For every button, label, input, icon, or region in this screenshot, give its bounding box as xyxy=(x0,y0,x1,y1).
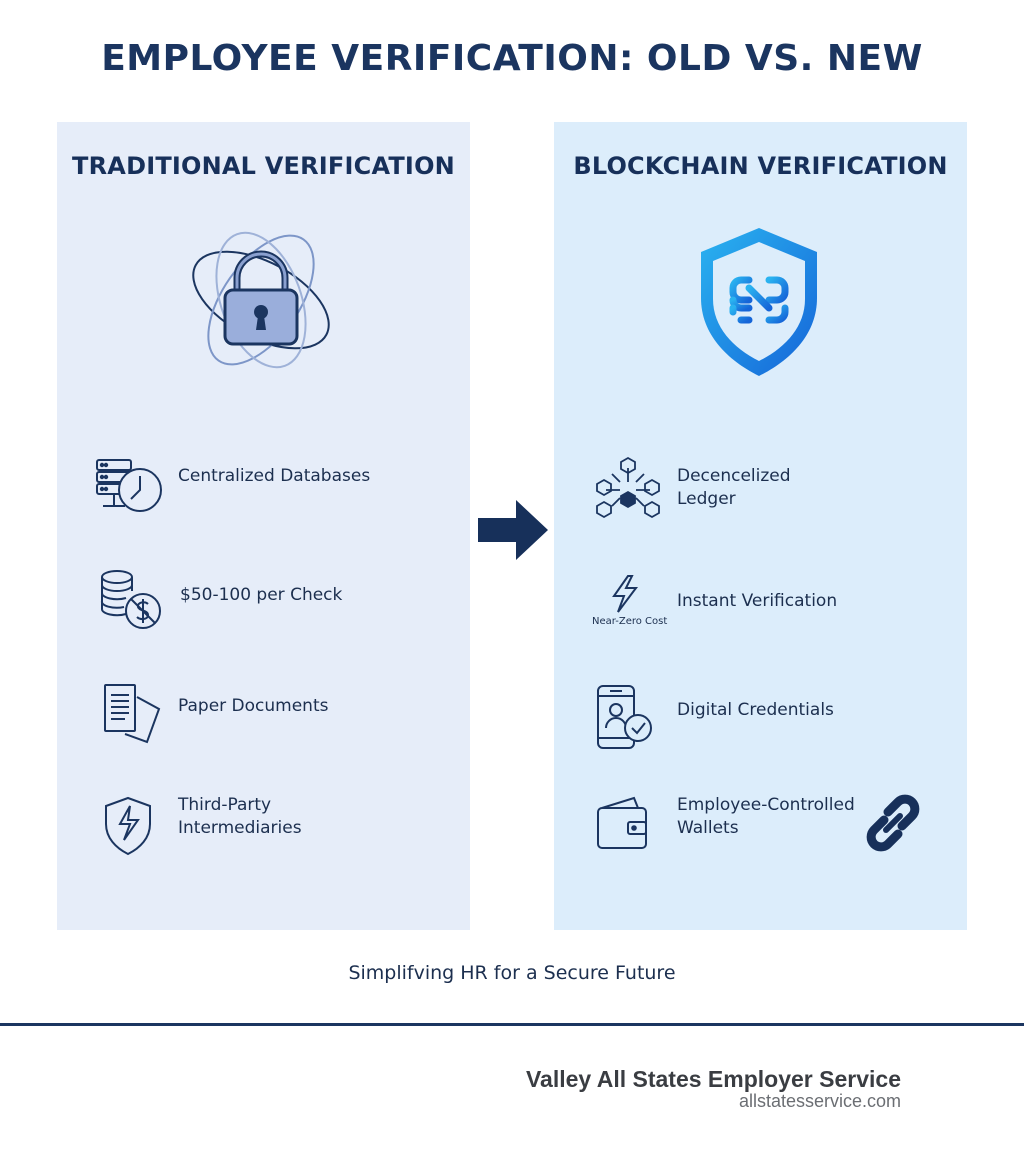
item-label: Instant Verification xyxy=(677,591,838,611)
list-item: Paper Documents xyxy=(57,677,470,757)
lightning-icon xyxy=(606,574,646,614)
chain-shield-icon xyxy=(689,222,829,382)
right-arrow-icon xyxy=(478,500,548,560)
list-item: Digital Credentials xyxy=(554,682,967,762)
paper-documents-icon xyxy=(101,679,173,751)
page-title: EMPLOYEE VERIFICATION: OLD VS. NEW xyxy=(101,38,923,79)
company-name: Valley All States Employer Service xyxy=(525,1066,901,1092)
item-label: Centralized Databases xyxy=(178,466,371,486)
item-label: $50-100 per Check xyxy=(180,585,343,605)
list-item: Near-Zero Cost Instant Verification xyxy=(554,574,967,654)
footer-divider xyxy=(0,1023,1024,1026)
chain-link-icon xyxy=(860,790,926,856)
broken-shield-icon xyxy=(100,792,172,864)
phone-credential-icon xyxy=(594,684,666,756)
traditional-heading: TRADITIONAL VERIFICATION xyxy=(72,152,455,180)
list-item: Employee-Controlled Wallets xyxy=(554,790,967,870)
item-label: Third-Party Intermediaries xyxy=(178,795,302,838)
padlock-orbit-icon xyxy=(181,220,341,380)
list-item: Decencelized Ledger xyxy=(554,452,967,532)
list-item: Centralized Databases xyxy=(57,452,470,532)
tagline: Simplifving HR for a Secure Future xyxy=(348,962,676,984)
wallet-icon xyxy=(594,792,666,864)
database-clock-icon xyxy=(93,452,165,524)
blockchain-panel: BLOCKCHAIN VERIFICATION xyxy=(554,122,967,930)
traditional-panel: TRADITIONAL VERIFICATION xyxy=(57,122,470,930)
item-label: Paper Documents xyxy=(178,696,329,716)
blockchain-heading: BLOCKCHAIN VERIFICATION xyxy=(573,152,948,180)
block-network-icon xyxy=(592,454,664,526)
list-item: Third-Party Intermediaries xyxy=(57,790,470,870)
item-sublabel: Near-Zero Cost xyxy=(592,616,668,627)
item-label: Decencelized Ledger xyxy=(677,466,791,509)
list-item: $50-100 per Check xyxy=(57,567,470,647)
company-website: allstatesservice.com xyxy=(738,1091,901,1111)
item-label: Employee-Controlled Wallets xyxy=(677,795,855,838)
coins-no-dollar-icon xyxy=(97,567,169,639)
item-label: Digital Credentials xyxy=(677,700,834,720)
